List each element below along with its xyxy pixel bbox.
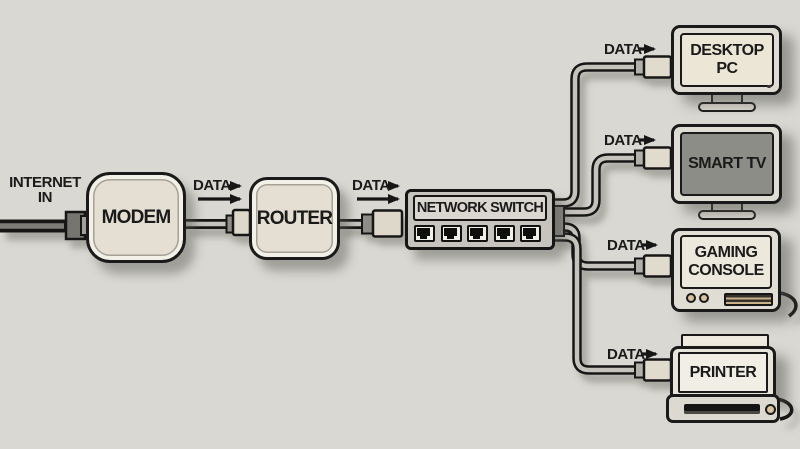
smart-tv-node: SMART TV [671,124,782,204]
desktop-stand-base [698,102,756,112]
router-plug-icon [231,208,252,237]
modem-label: MODEM [101,206,172,228]
data-label-desktop: DATA [604,41,642,58]
smart-tv-screen: SMART TV [680,132,774,196]
ethernet-port-icon [493,225,515,242]
console-power-cable-icon [779,291,798,318]
printer-connector-icon [634,358,673,382]
printer-output-slot-icon [684,404,760,414]
cable-switch-desktop-core [554,64,638,206]
console-connector-icon [634,254,673,278]
internet-in-label: INTERNET IN [4,175,86,205]
console-button-icon [686,293,696,303]
switch-plug-icon [371,209,404,238]
cable-switch-tv-core [554,155,638,215]
ethernet-port-icon [520,225,541,242]
data-label-modem-router: DATA [193,177,231,194]
desktop-connector-icon [634,55,673,79]
printer-label: PRINTER [689,363,757,381]
data-label-router-switch: DATA [352,177,390,194]
data-label-tv: DATA [604,132,642,149]
network-switch-node: NETWORK SWITCH [405,189,555,250]
printer-power-cable-icon [776,397,794,421]
printer-panel: PRINTER [678,352,768,393]
ethernet-port-icon [440,225,462,242]
ethernet-port-icon [467,225,488,242]
smart-tv-label: SMART TV [688,155,766,172]
data-label-console: DATA [607,237,645,254]
data-label-printer: DATA [607,346,645,363]
internet-in-line2: IN [37,189,53,206]
desktop-pc-node: DESKTOP PC [671,25,782,95]
gaming-console-label: GAMING CONSOLE [688,244,764,279]
router-label: ROUTER [256,207,333,229]
printer-node: PRINTER [670,346,776,398]
printer-button-icon [765,404,776,415]
router-node: ROUTER [249,177,340,260]
tv-stand-base [698,210,756,220]
console-disc-slot-icon [724,293,773,306]
internet-in-line1: INTERNET [9,174,81,191]
network-switch-label: NETWORK SWITCH [413,195,547,221]
ethernet-ports [414,225,546,242]
ethernet-port-icon [414,225,435,242]
flow-arrows [198,44,658,359]
modem-node: MODEM [86,172,186,263]
cable-switch-printer-core [554,234,638,373]
tv-connector-icon [634,146,673,170]
console-button-icon [699,293,709,303]
desktop-pc-label: DESKTOP PC [690,42,764,77]
gaming-console-panel: GAMING CONSOLE [680,235,772,289]
desktop-pc-screen: DESKTOP PC [680,33,774,87]
power-led-icon [767,85,771,88]
gaming-console-node: GAMING CONSOLE [671,228,781,312]
printer-base [666,394,780,423]
